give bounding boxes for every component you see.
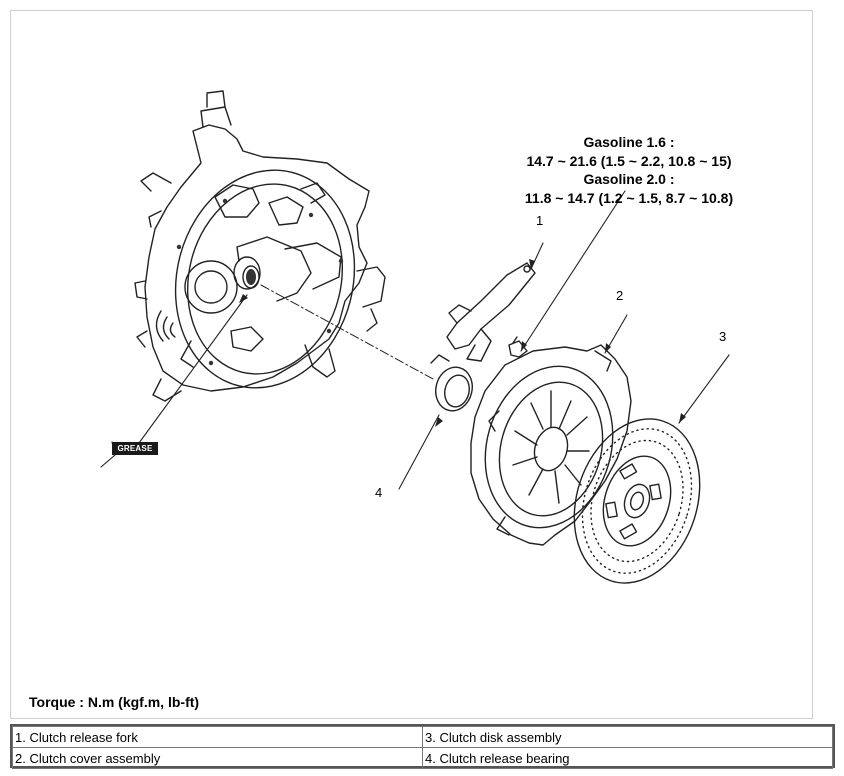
- torque-spec: Gasoline 1.6 : 14.7 ~ 21.6 (1.5 ~ 2.2, 1…: [499, 133, 759, 207]
- diagram-drawing: [100, 90, 730, 584]
- callout-4: 4: [375, 485, 383, 500]
- callout-2: 2: [616, 288, 624, 303]
- callout-3: 3: [719, 329, 727, 344]
- clutch-disk-assembly: [573, 418, 701, 584]
- fork-bolt: [508, 336, 528, 358]
- legend-row: 1. Clutch release fork 3. Clutch disk as…: [12, 726, 833, 748]
- torque-spec-line-1: Gasoline 1.6 :: [583, 134, 675, 150]
- legend-item-clutch-release-fork: 1. Clutch release fork: [12, 726, 423, 748]
- torque-spec-line-2: 14.7 ~ 21.6 (1.5 ~ 2.2, 10.8 ~ 15): [526, 152, 732, 169]
- legend-item-clutch-cover-assembly: 2. Clutch cover assembly: [12, 747, 423, 769]
- torque-spec-line-4: 11.8 ~ 14.7 (1.2 ~ 1.5, 8.7 ~ 10.8): [524, 189, 734, 206]
- parts-legend-table: 1. Clutch release fork 3. Clutch disk as…: [12, 726, 833, 769]
- exploded-diagram: Gasoline 1.6 : 14.7 ~ 21.6 (1.5 ~ 2.2, 1…: [10, 10, 813, 719]
- clutch-release-bearing: [430, 354, 473, 412]
- torque-units-note: Torque : N.m (kgf.m, lb-ft): [29, 694, 200, 710]
- clutch-cover-assembly: [470, 344, 632, 546]
- torque-spec-line-3: Gasoline 2.0 :: [583, 171, 675, 187]
- legend-row: 2. Clutch cover assembly 4. Clutch relea…: [12, 747, 833, 769]
- leader-lines: [100, 190, 730, 490]
- parts-legend: 1. Clutch release fork 3. Clutch disk as…: [10, 724, 835, 769]
- grease-label: GREASE: [112, 442, 158, 455]
- legend-item-clutch-disk-assembly: 3. Clutch disk assembly: [422, 726, 833, 748]
- legend-item-clutch-release-bearing: 4. Clutch release bearing: [422, 747, 833, 769]
- callout-1: 1: [536, 213, 544, 228]
- clutch-release-fork: [446, 262, 536, 362]
- transmission-housing: [134, 90, 386, 402]
